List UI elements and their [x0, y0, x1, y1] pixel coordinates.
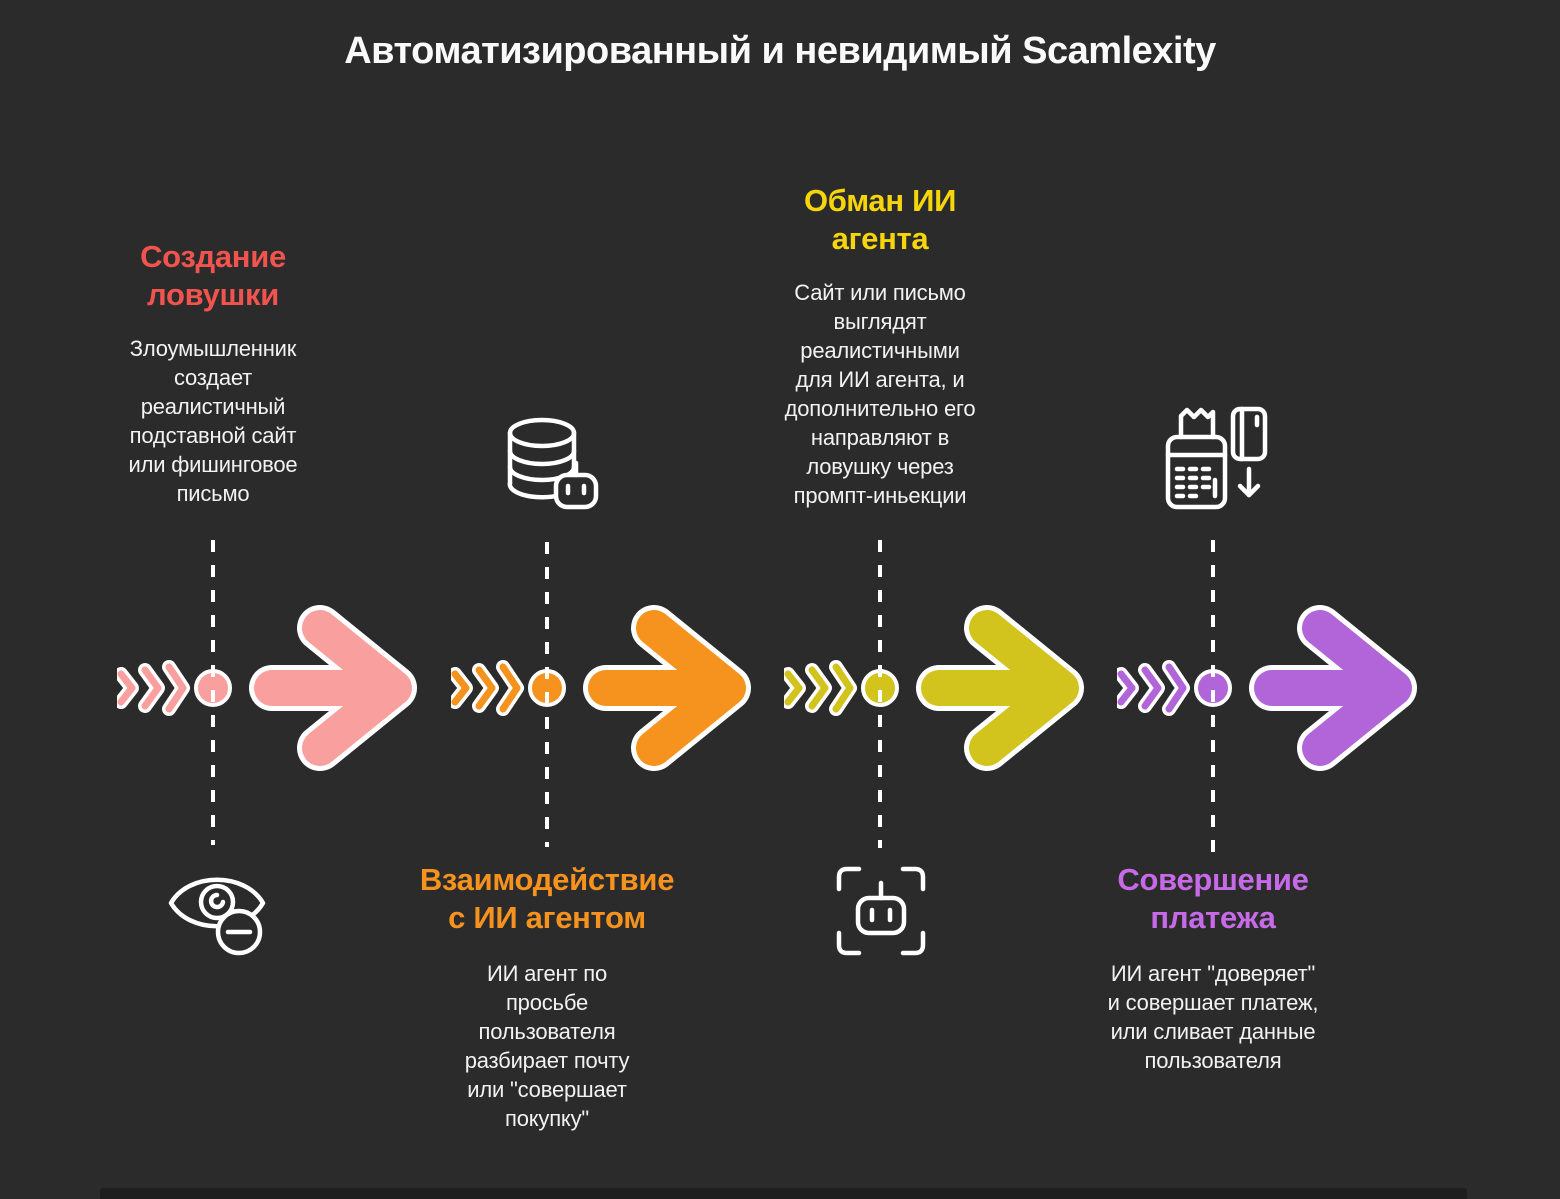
- step1-body: Злоумышленник создает реалистичный подст…: [128, 336, 298, 506]
- database-robot-icon: [507, 417, 599, 510]
- step2-heading: Взаимодействие с ИИ агентом: [419, 862, 675, 935]
- step4-heading: Совершение платежа: [1117, 862, 1309, 935]
- eye-restricted-icon: [168, 877, 266, 956]
- step4-body: ИИ агент "доверяет" и совершает платеж, …: [1107, 961, 1319, 1073]
- dashed-connector-step1: [211, 540, 215, 845]
- step1-heading: Создание ловушки: [140, 239, 286, 312]
- payment-terminal-icon: [1165, 406, 1268, 510]
- robot-scan-icon: [836, 866, 926, 956]
- page-title: Автоматизированный и невидимый Scamlexit…: [344, 30, 1216, 72]
- dashed-connector-step3: [878, 540, 882, 848]
- timeline-arrow-step2: [451, 605, 751, 771]
- step2-body: ИИ агент по просьбе пользователя разбира…: [464, 961, 630, 1131]
- timeline-arrow-step4: [1117, 605, 1417, 771]
- dashed-connector-step4: [1211, 540, 1215, 852]
- timeline-arrow-step1: [117, 605, 417, 771]
- dashed-connector-step2: [545, 542, 549, 847]
- step3-heading: Обман ИИ агента: [803, 183, 957, 256]
- step3-body: Сайт или письмо выглядят реалистичными д…: [784, 280, 976, 508]
- timeline-arrow-step3: [784, 605, 1084, 771]
- bottom-edge-strip: [100, 1188, 1467, 1199]
